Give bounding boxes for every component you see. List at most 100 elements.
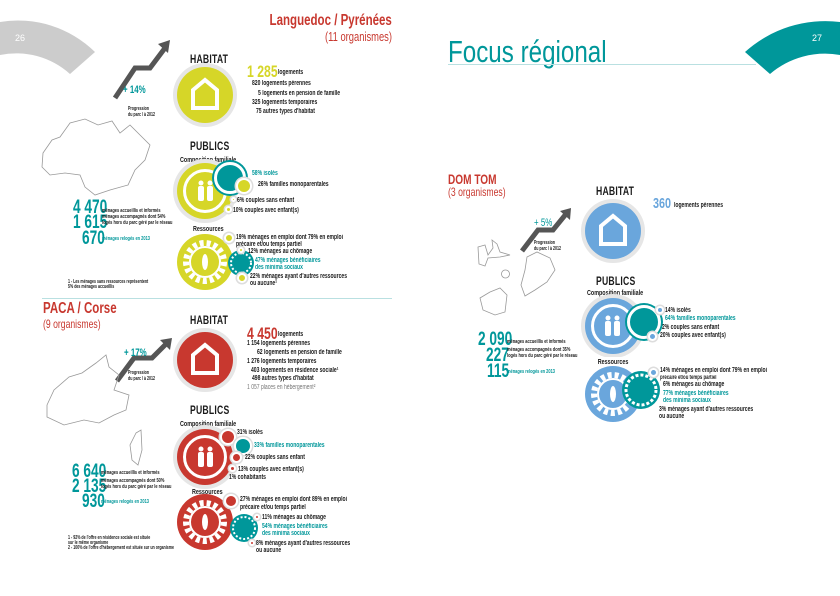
habitat-heading: HABITAT [190, 313, 229, 327]
stat-value: 2 135 [72, 476, 107, 497]
stat-label: ménages accueillis et informés [102, 208, 161, 214]
stat-value: 115 [487, 361, 510, 382]
growth-arrow-icon [520, 208, 571, 253]
region-title: DOM TOM [448, 171, 497, 187]
composition-line: 31% isolés [237, 429, 263, 436]
bullet-dot [234, 437, 252, 455]
ressources-line: ou aucune¹ [250, 280, 277, 287]
habitat-total: 1 285 [247, 62, 278, 81]
habitat-line: 62 logements en pension de famille [257, 349, 342, 356]
habitat-line: 1 057 places en hébergement² [247, 384, 316, 391]
progression-label: Progression [128, 370, 150, 376]
habitat-line: 820 logements pérennes [252, 80, 311, 87]
family-icon [605, 315, 620, 336]
stat-value: 2 090 [478, 329, 513, 350]
progression-label: du parc / à 2012 [128, 112, 156, 118]
gear-icon [230, 514, 258, 542]
region-map [46, 354, 143, 466]
composition-label: Composition familiale [180, 155, 237, 164]
ressources-line: 14% ménages en emploi dont 79% en emploi [660, 367, 767, 374]
ressources-line: 19% ménages en emploi dont 79% en emploi [236, 234, 343, 241]
stat-label: ménages accompagnés dont 54% [102, 214, 166, 220]
bullet-dot [220, 429, 236, 445]
bullet-dot [656, 306, 664, 314]
ressources-line: 8% ménages ayant d'autres ressources [256, 540, 351, 547]
composition-label: Composition familiale [180, 419, 237, 428]
bullet-dot [238, 247, 244, 253]
habitat-circle [585, 203, 641, 259]
composition-line: 33% familles monoparentales [254, 442, 325, 449]
composition-line: 1% cohabitants [229, 474, 266, 481]
stat-value: 6 640 [72, 461, 107, 482]
ressources-label: Ressources [597, 357, 630, 366]
stat-value: 227 [486, 345, 509, 366]
ressources-line: 77% ménages bénéficiaires [663, 390, 729, 397]
stat-label: logés hors du parc géré par le réseau [102, 220, 173, 226]
composition-line: 22% couples sans enfant [245, 454, 305, 461]
ressources-line: 12% ménages au chômage [248, 248, 313, 255]
region-subtitle: (11 organismes) [325, 29, 392, 44]
region-map [41, 118, 151, 196]
house-icon [599, 213, 627, 246]
composition-line: 2% couples sans enfant [662, 324, 720, 331]
stat-label: ménages accompagnés dont 50% [101, 478, 165, 484]
page-corner-arc-left [0, 20, 95, 74]
composition-label: Composition familiale [587, 288, 644, 297]
page-corner-arc-right [745, 21, 840, 74]
composition-line: 58% isolés [252, 170, 278, 177]
progression-label: Progression [534, 240, 556, 246]
ressources-line: des minima sociaux [262, 530, 310, 537]
habitat-line: 325 logements temporaires [252, 99, 318, 106]
region-subtitle: (3 organismes) [448, 185, 506, 199]
ressources-line: précaire et/ou temps partiel [240, 504, 306, 511]
progression-label: du parc / à 2012 [128, 376, 156, 382]
growth-arrow-icon [112, 40, 170, 100]
ressources-line: des minima sociaux [255, 264, 303, 271]
page-number-left: 26 [15, 33, 26, 43]
growth-arrow-icon [114, 338, 172, 383]
bullet-dot [254, 514, 260, 520]
section-divider [42, 298, 392, 299]
region-title: Languedoc / Pyrénées [269, 12, 392, 29]
habitat-heading: HABITAT [190, 52, 229, 66]
bullet-dot [237, 273, 247, 283]
bullet-dot [649, 368, 658, 377]
ressources-line: 47% ménages bénéficiaires [255, 257, 321, 264]
isoles-circle [214, 162, 246, 194]
progression-value: + 14% [123, 84, 146, 96]
composition-line: 14% isolés [665, 307, 691, 314]
stat-label: logés hors du parc géré par le réseau [101, 484, 172, 490]
page-title: Focus régional [448, 34, 607, 69]
bullet-dot [236, 178, 252, 194]
ressources-line: 54% ménages bénéficiaires [262, 523, 328, 530]
gear-icon [177, 234, 233, 290]
bullet-dot [229, 465, 236, 472]
bullet-dot [231, 197, 236, 202]
stat-value: 4 470 [73, 197, 108, 218]
publics-heading: PUBLICS [596, 274, 636, 288]
gear-icon [622, 371, 660, 409]
publics-heading: PUBLICS [190, 139, 230, 153]
family-icon [198, 180, 213, 201]
publics-heading: PUBLICS [190, 403, 230, 417]
region-title: PACA / Corse [43, 300, 117, 317]
bullet-dot [225, 206, 232, 213]
stat-label: ménages accompagnés dont 35% [507, 347, 571, 353]
bullet-dot [224, 233, 234, 243]
gear-icon [177, 494, 233, 550]
ressources-label: Ressources [192, 487, 223, 496]
ressources-line: 27% ménages en emploi dont 89% en emploi [240, 496, 347, 503]
stat-label: logés hors du parc géré par le réseau [507, 353, 578, 359]
habitat-total-label: logements [278, 331, 304, 338]
footnote: sur le même organisme [68, 540, 109, 546]
habitat-line: 1 276 logements temporaires [247, 358, 317, 365]
stat-label: ménages relogés en 2013 [101, 499, 149, 505]
ressources-line: ou aucune [256, 547, 282, 554]
progression-value: + 5% [534, 217, 553, 229]
bullet-dot [224, 494, 238, 508]
ressources-line: précaire et/ou temps partiel [236, 241, 302, 248]
composition-line: 20% couples avec enfant(s) [660, 332, 726, 339]
family-icon [198, 446, 213, 467]
ressources-line: des minima sociaux [663, 397, 711, 404]
footnote: 2 - 100% de l'offre d'hébergement est si… [68, 545, 174, 551]
